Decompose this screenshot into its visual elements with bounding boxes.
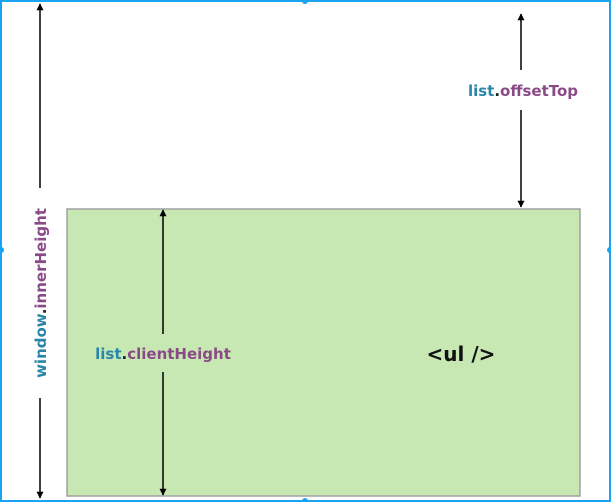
resize-handle-bottom[interactable] [302,498,308,502]
resize-handle-top[interactable] [302,0,308,4]
list-box [66,208,581,497]
resize-handle-right[interactable] [607,247,611,253]
resize-handle-left[interactable] [0,247,4,253]
list-offset-top-label: list.offsetTop [468,82,578,100]
ul-element-label: <ul /> [427,342,496,366]
window-inner-height-label: window.innerHeight [32,208,50,378]
list-client-height-label: list.clientHeight [95,345,231,363]
